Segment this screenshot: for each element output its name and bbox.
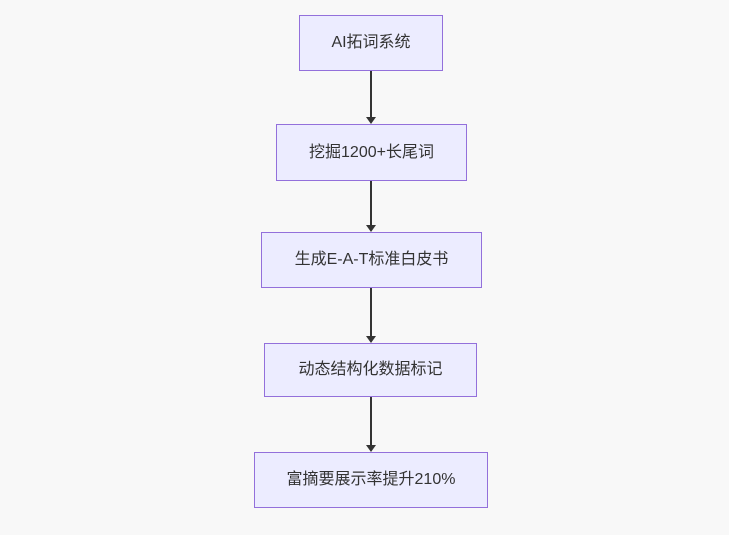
node-label: 生成E-A-T标准白皮书 bbox=[294, 251, 449, 269]
node-label: 富摘要展示率提升210% bbox=[286, 471, 456, 489]
edge-line bbox=[370, 288, 372, 337]
node-dynamic-structured-data-markup: 动态结构化数据标记 bbox=[264, 343, 477, 397]
node-label: AI拓词系统 bbox=[331, 34, 411, 52]
edge-line bbox=[370, 71, 372, 118]
arrow-down-icon bbox=[366, 336, 376, 343]
node-generate-eat-whitepaper: 生成E-A-T标准白皮书 bbox=[261, 232, 482, 288]
edge-arrow-4 bbox=[366, 397, 376, 452]
node-rich-snippet-rate-increase: 富摘要展示率提升210% bbox=[254, 452, 488, 508]
node-label: 动态结构化数据标记 bbox=[298, 361, 443, 379]
arrow-down-icon bbox=[366, 225, 376, 232]
arrow-down-icon bbox=[366, 445, 376, 452]
arrow-down-icon bbox=[366, 117, 376, 124]
node-ai-word-expansion-system: AI拓词系统 bbox=[299, 15, 443, 71]
edge-line bbox=[370, 397, 372, 446]
edge-arrow-3 bbox=[366, 288, 376, 343]
node-label: 挖掘1200+长尾词 bbox=[309, 143, 434, 161]
edge-arrow-2 bbox=[366, 181, 376, 232]
edge-arrow-1 bbox=[366, 71, 376, 124]
node-mine-longtail-keywords: 挖掘1200+长尾词 bbox=[276, 124, 467, 181]
edge-line bbox=[370, 181, 372, 226]
